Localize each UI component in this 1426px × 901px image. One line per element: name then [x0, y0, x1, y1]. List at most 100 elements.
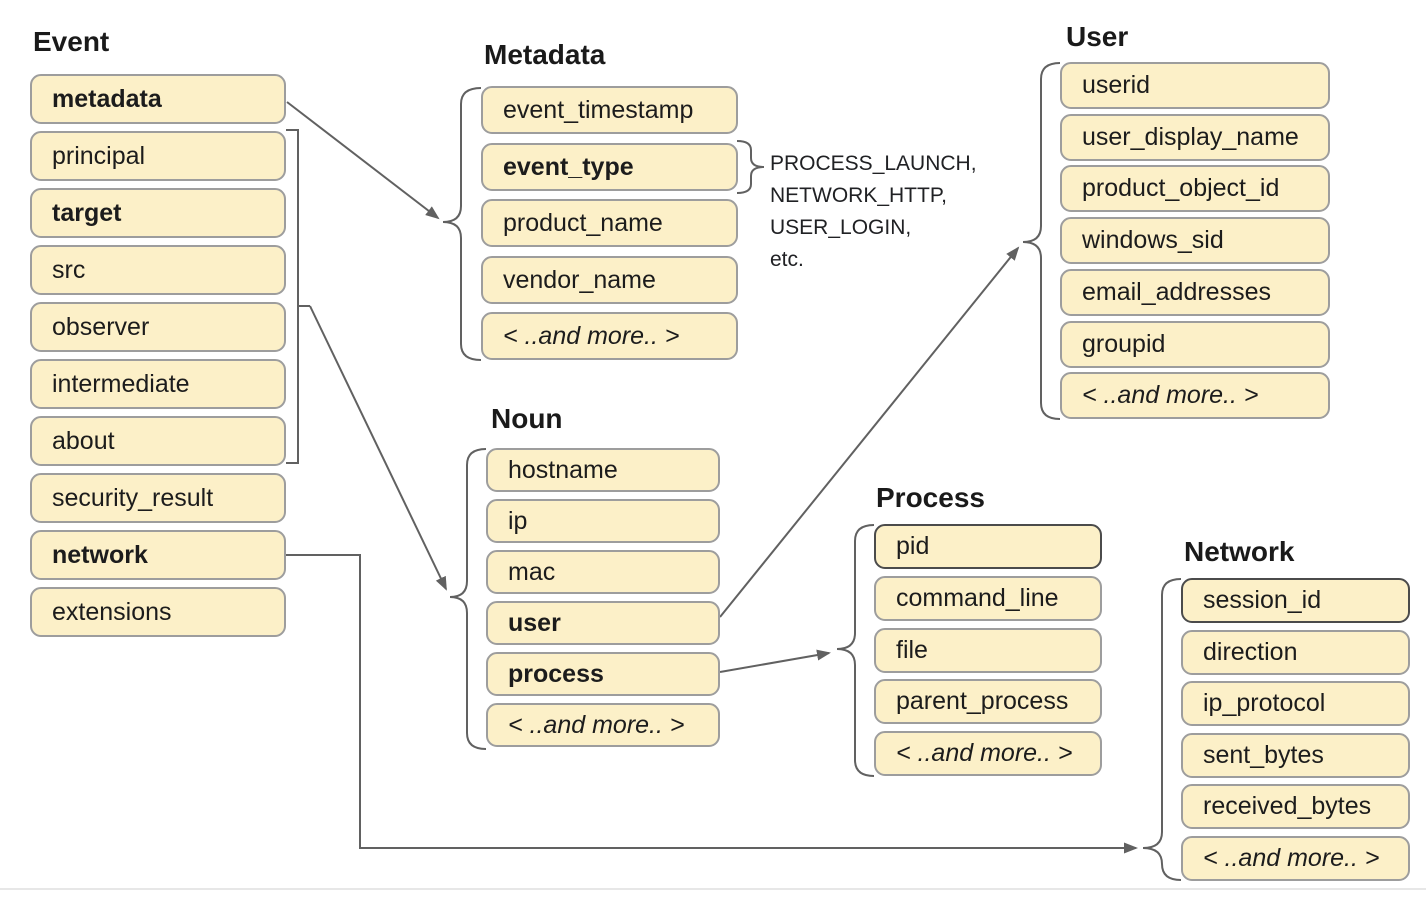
field-label: product_name	[503, 208, 663, 237]
arrow-process-to-process-group	[719, 649, 831, 673]
field-box-metadata-event-type: event_type	[481, 143, 738, 191]
field-box-metadata-event-timestamp: event_timestamp	[481, 86, 738, 134]
field-label: received_bytes	[1203, 792, 1372, 820]
arrow-event-nouns-to-noun-group	[309, 305, 447, 591]
group-title-noun: Noun	[491, 403, 563, 434]
field-box-network-and-more: < ..and more.. >	[1181, 836, 1410, 881]
field-box-metadata-vendor-name: vendor_name	[481, 256, 738, 304]
field-label: network	[52, 540, 148, 569]
field-label: target	[52, 198, 122, 227]
field-label: sent_bytes	[1203, 741, 1324, 769]
annotation-line: NETWORK_HTTP,	[770, 184, 947, 207]
field-box-user-windows-sid: windows_sid	[1060, 217, 1330, 264]
field-label: parent_process	[896, 687, 1069, 715]
group-title-event: Event	[33, 26, 110, 57]
annotation-line: etc.	[770, 248, 804, 271]
field-label: event_type	[503, 152, 634, 181]
field-box-process-and-more: < ..and more.. >	[874, 731, 1102, 776]
field-box-user-and-more: < ..and more.. >	[1060, 372, 1330, 419]
field-label: user	[508, 608, 561, 637]
annotation-line: PROCESS_LAUNCH,	[770, 152, 977, 175]
field-label: metadata	[52, 84, 162, 113]
field-box-event-intermediate: intermediate	[30, 359, 286, 409]
field-box-process-file: file	[874, 628, 1102, 673]
field-label: < ..and more.. >	[503, 321, 680, 350]
field-label: windows_sid	[1082, 226, 1224, 254]
field-box-noun-hostname: hostname	[486, 448, 720, 492]
field-label: file	[896, 636, 928, 664]
field-label: mac	[508, 557, 556, 586]
field-label: ip	[508, 506, 528, 535]
field-label: event_timestamp	[503, 95, 694, 124]
field-box-noun-ip: ip	[486, 499, 720, 543]
field-label: observer	[52, 312, 150, 341]
field-box-event-about: about	[30, 416, 286, 466]
field-label: direction	[1203, 638, 1298, 666]
field-label: security_result	[52, 483, 214, 512]
arrow-metadata-to-metadata-group	[286, 101, 440, 220]
field-box-network-received-bytes: received_bytes	[1181, 784, 1410, 829]
field-box-process-pid: pid	[874, 524, 1102, 569]
group-title-user: User	[1066, 21, 1129, 52]
field-label: hostname	[508, 455, 618, 484]
bracket-principal-to-about	[286, 129, 310, 464]
field-label: process	[508, 659, 604, 688]
field-box-metadata-product-name: product_name	[481, 199, 738, 247]
field-label: product_object_id	[1082, 174, 1280, 202]
brace-process	[836, 524, 875, 777]
field-box-event-extensions: extensions	[30, 587, 286, 637]
field-box-noun-mac: mac	[486, 550, 720, 594]
field-box-user-groupid: groupid	[1060, 321, 1330, 368]
brace-noun	[449, 448, 487, 750]
field-label: extensions	[52, 597, 172, 626]
field-box-user-product-object-id: product_object_id	[1060, 165, 1330, 212]
field-label: session_id	[1203, 586, 1322, 614]
field-box-event-target: target	[30, 188, 286, 238]
field-box-event-src: src	[30, 245, 286, 295]
group-title-network: Network	[1184, 536, 1295, 567]
field-box-event-metadata: metadata	[30, 74, 286, 124]
field-box-noun-and-more: < ..and more.. >	[486, 703, 720, 747]
arrow-user-to-user-group	[719, 246, 1020, 618]
field-box-process-command-line: command_line	[874, 576, 1102, 621]
bottom-divider	[0, 888, 1426, 890]
brace-user	[1022, 62, 1061, 420]
field-label: intermediate	[52, 369, 190, 398]
group-title-metadata: Metadata	[484, 39, 606, 70]
event-type-annotation: PROCESS_LAUNCH, NETWORK_HTTP, USER_LOGIN,e…	[770, 148, 977, 276]
field-label: user_display_name	[1082, 123, 1299, 151]
field-box-event-observer: observer	[30, 302, 286, 352]
field-label: ip_protocol	[1203, 689, 1326, 717]
brace-network	[1142, 578, 1182, 881]
field-label: src	[52, 255, 86, 284]
brace-event-type	[736, 140, 765, 194]
annotation-line: USER_LOGIN,	[770, 216, 912, 239]
field-box-network-ip-protocol: ip_protocol	[1181, 681, 1410, 726]
field-label: principal	[52, 141, 146, 170]
field-box-network-direction: direction	[1181, 630, 1410, 675]
group-title-process: Process	[876, 482, 985, 513]
field-box-user-user-display-name: user_display_name	[1060, 114, 1330, 161]
field-box-metadata-and-more: < ..and more.. >	[481, 312, 738, 360]
field-box-process-parent-process: parent_process	[874, 679, 1102, 724]
field-label: pid	[896, 532, 930, 560]
field-box-noun-process: process	[486, 652, 720, 696]
field-label: userid	[1082, 71, 1151, 99]
field-label: vendor_name	[503, 265, 656, 294]
field-box-user-userid: userid	[1060, 62, 1330, 109]
field-label: < ..and more.. >	[1082, 381, 1259, 409]
field-label: < ..and more.. >	[1203, 844, 1380, 872]
field-box-user-email-addresses: email_addresses	[1060, 269, 1330, 316]
field-label: command_line	[896, 584, 1059, 612]
brace-metadata	[442, 87, 482, 361]
field-box-event-network: network	[30, 530, 286, 580]
field-box-noun-user: user	[486, 601, 720, 645]
field-label: groupid	[1082, 330, 1166, 358]
field-box-network-sent-bytes: sent_bytes	[1181, 733, 1410, 778]
field-label: email_addresses	[1082, 278, 1271, 306]
arrow-network-to-network-group	[286, 554, 1138, 854]
field-label: < ..and more.. >	[896, 739, 1073, 767]
field-box-event-security-result: security_result	[30, 473, 286, 523]
